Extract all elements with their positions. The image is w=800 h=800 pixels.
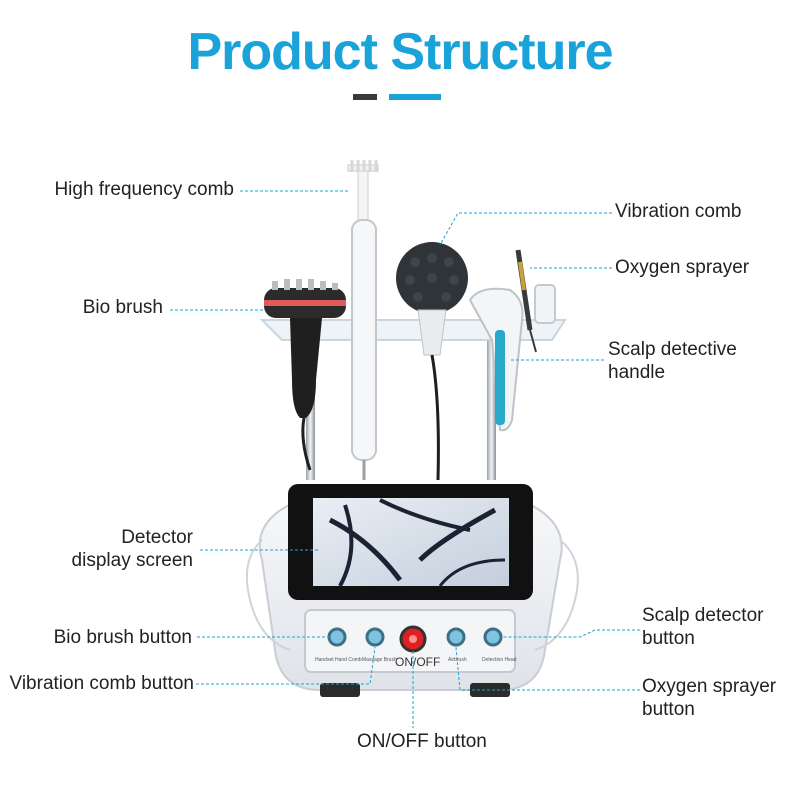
button-caption: Handset Hand Comb xyxy=(315,657,362,663)
label-oxygen-sprayer-button: Oxygen sprayer button xyxy=(642,675,776,721)
label-scalp-detective-handle: Scalp detective handle xyxy=(608,338,737,384)
label-line: Scalp detector xyxy=(642,605,764,626)
label-line: display screen xyxy=(71,550,193,571)
title-underline-dark xyxy=(353,94,377,100)
title-underline-accent xyxy=(389,94,441,100)
label-line: Oxygen sprayer xyxy=(642,676,777,697)
label-high-frequency-comb: High frequency comb xyxy=(54,179,234,200)
label-scalp-detector-button: Scalp detector button xyxy=(642,604,763,650)
label-line: Scalp detective xyxy=(608,339,737,360)
label-bio-brush: Bio brush xyxy=(82,297,163,318)
label-line: handle xyxy=(608,362,666,383)
leader-lines xyxy=(170,190,640,728)
page-title: Product Structure xyxy=(187,23,613,81)
scalp-detective-handle-illustration xyxy=(468,287,524,432)
vibration-comb-illustration xyxy=(396,242,468,481)
label-detector-display-screen: Detector display screen xyxy=(72,526,193,572)
label-vibration-comb-button: Vibration comb button xyxy=(9,673,195,694)
button-caption: Massage Brush xyxy=(362,657,397,663)
bio-brush-illustration xyxy=(264,279,346,471)
label-oxygen-sprayer: Oxygen sprayer xyxy=(615,257,750,278)
right-pole xyxy=(487,320,496,480)
oxygen-sprayer-illustration xyxy=(515,249,556,353)
label-on-off-button: ON/OFF button xyxy=(357,731,487,752)
label-vibration-comb: Vibration comb xyxy=(615,201,742,222)
power-label: ON/OFF xyxy=(395,655,441,669)
button-caption: Airbrush xyxy=(448,657,467,663)
label-line: button xyxy=(642,699,695,720)
label-line: button xyxy=(642,628,695,649)
button-caption: Detection Head xyxy=(482,657,517,663)
high-frequency-comb-illustration xyxy=(347,160,379,480)
label-bio-brush-button: Bio brush button xyxy=(53,627,192,648)
detector-display-screen xyxy=(288,484,533,600)
control-panel xyxy=(304,609,516,673)
label-line: Detector xyxy=(121,527,193,548)
